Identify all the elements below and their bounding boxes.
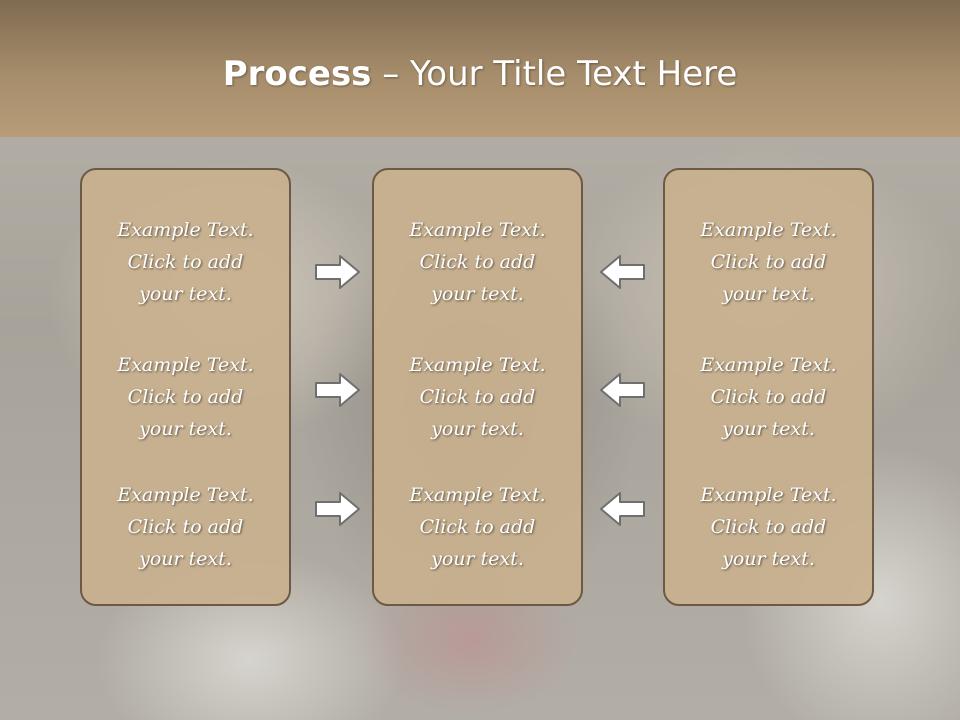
panel-text[interactable]: Example Text. Click to add your text. (700, 219, 837, 305)
title-rest: – Your Title Text Here (371, 54, 738, 94)
panel-text[interactable]: Example Text. Click to add your text. (409, 219, 546, 305)
panel-text[interactable]: Example Text. Click to add your text. (117, 484, 254, 570)
arrow-right-icon (315, 255, 360, 289)
panel-text[interactable]: Example Text. Click to add your text. (117, 354, 254, 440)
panel-text[interactable]: Example Text. Click to add your text. (409, 354, 546, 440)
panel-text[interactable]: Example Text. Click to add your text. (117, 219, 254, 305)
arrow-right-icon (315, 373, 360, 407)
panel-middle[interactable]: Example Text. Click to add your text. Ex… (372, 168, 583, 606)
arrow-left-icon (600, 373, 645, 407)
title-bold: Process (222, 54, 372, 94)
arrow-left-icon (600, 492, 645, 526)
arrow-left-icon (600, 255, 645, 289)
title-bar (0, 0, 960, 137)
panel-left[interactable]: Example Text. Click to add your text. Ex… (80, 168, 291, 606)
panel-text[interactable]: Example Text. Click to add your text. (700, 354, 837, 440)
slide-title[interactable]: Process – Your Title Text Here (0, 52, 960, 96)
arrow-right-icon (315, 492, 360, 526)
panel-text[interactable]: Example Text. Click to add your text. (700, 484, 837, 570)
panel-text[interactable]: Example Text. Click to add your text. (409, 484, 546, 570)
panel-right[interactable]: Example Text. Click to add your text. Ex… (663, 168, 874, 606)
